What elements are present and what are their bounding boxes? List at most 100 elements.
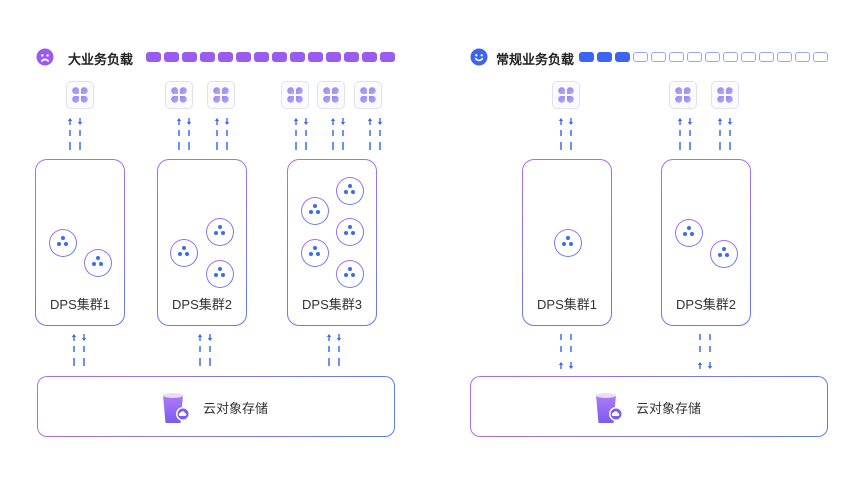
load-segment-empty [651,52,666,62]
arrow-down-icon [207,334,213,341]
smile-face-icon [470,48,488,66]
load-segment-filled [200,52,215,62]
node [206,218,234,246]
node [301,197,329,225]
arrow-down-icon [727,118,733,125]
load-segment-filled [146,52,161,62]
app-icon [552,81,580,109]
cluster-label: DPS集群1 [537,297,597,312]
load-segment-empty [795,52,810,62]
load-segment-filled [615,52,630,62]
cluster-1: DPS集群1 [35,159,125,326]
bidirectional-connector [70,332,90,370]
load-segment-filled [579,52,594,62]
app-icon [669,81,697,109]
load-segment-filled [290,52,305,62]
cluster-label: DPS集群2 [676,297,736,312]
load-segment-filled [236,52,251,62]
app-icon [207,81,235,109]
node [675,219,703,247]
bidirectional-connector [366,116,386,154]
bidirectional-connector [557,332,577,370]
load-segment-filled [344,52,359,62]
node [49,229,77,257]
bucket-cloud-icon [596,393,623,423]
load-segment-filled [272,52,287,62]
node [336,218,364,246]
load-segment-filled [380,52,395,62]
load-segment-empty [705,52,720,62]
load-segment-filled [164,52,179,62]
arrow-up-icon [330,118,336,125]
node [84,249,112,277]
load-segment-empty [777,52,792,62]
bidirectional-connector [696,332,716,370]
app-icon [281,81,309,109]
bidirectional-connector [329,116,349,154]
load-segment-filled [362,52,377,62]
node [336,177,364,205]
bidirectional-connector [716,116,736,154]
load-segment-empty [813,52,828,62]
bidirectional-connector [213,116,233,154]
cluster-1: DPS集群1 [522,159,612,326]
app-icon [66,81,94,109]
arrow-up-icon [214,118,220,125]
arrow-up-icon [197,334,203,341]
arrow-down-icon [377,118,383,125]
load-segment-empty [633,52,648,62]
bucket-cloud-icon [163,393,190,423]
arrow-up-icon [558,362,564,369]
cluster-2: DPS集群2 [157,159,247,326]
node [554,229,582,257]
load-segment-empty [669,52,684,62]
node [206,260,234,288]
arrow-up-icon [697,362,703,369]
load-segment-empty [723,52,738,62]
arrow-up-icon [558,118,564,125]
load-segment-empty [741,52,756,62]
cloud-object-storage: 云对象存储 [470,376,828,437]
arrow-up-icon [326,334,332,341]
arrow-down-icon [687,118,693,125]
bidirectional-connector [676,116,696,154]
bidirectional-connector [325,332,345,370]
arrow-up-icon [67,118,73,125]
load-segment-empty [759,52,774,62]
app-icon [317,81,345,109]
app-icon [354,81,382,109]
bidirectional-connector [66,116,86,154]
cluster-label: DPS集群1 [50,297,110,312]
arrow-down-icon [568,362,574,369]
node [170,239,198,267]
arrow-up-icon [176,118,182,125]
load-segment-filled [326,52,341,62]
cloud-object-storage: 云对象存储 [37,376,395,437]
arrow-down-icon [77,118,83,125]
bidirectional-connector [557,116,577,154]
app-icon [711,81,739,109]
app-icon [165,81,193,109]
arrow-down-icon [336,334,342,341]
arrow-down-icon [303,118,309,125]
arrow-down-icon [224,118,230,125]
cluster-label: DPS集群3 [302,297,362,312]
cluster-label: DPS集群2 [172,297,232,312]
storage-label: 云对象存储 [203,401,269,416]
cluster-2: DPS集群2 [661,159,751,326]
arrow-down-icon [568,118,574,125]
load-segment-filled [308,52,323,62]
load-segment-filled [597,52,612,62]
arrow-up-icon [71,334,77,341]
load-segment-filled [254,52,269,62]
legend-label-heavy: 大业务负载 [68,52,134,67]
bidirectional-connector [292,116,312,154]
arrow-down-icon [707,362,713,369]
arrow-up-icon [367,118,373,125]
arrow-up-icon [717,118,723,125]
arrow-down-icon [340,118,346,125]
storage-label: 云对象存储 [636,401,702,416]
bidirectional-connector [175,116,195,154]
sad-face-icon [36,48,54,66]
node [336,260,364,288]
